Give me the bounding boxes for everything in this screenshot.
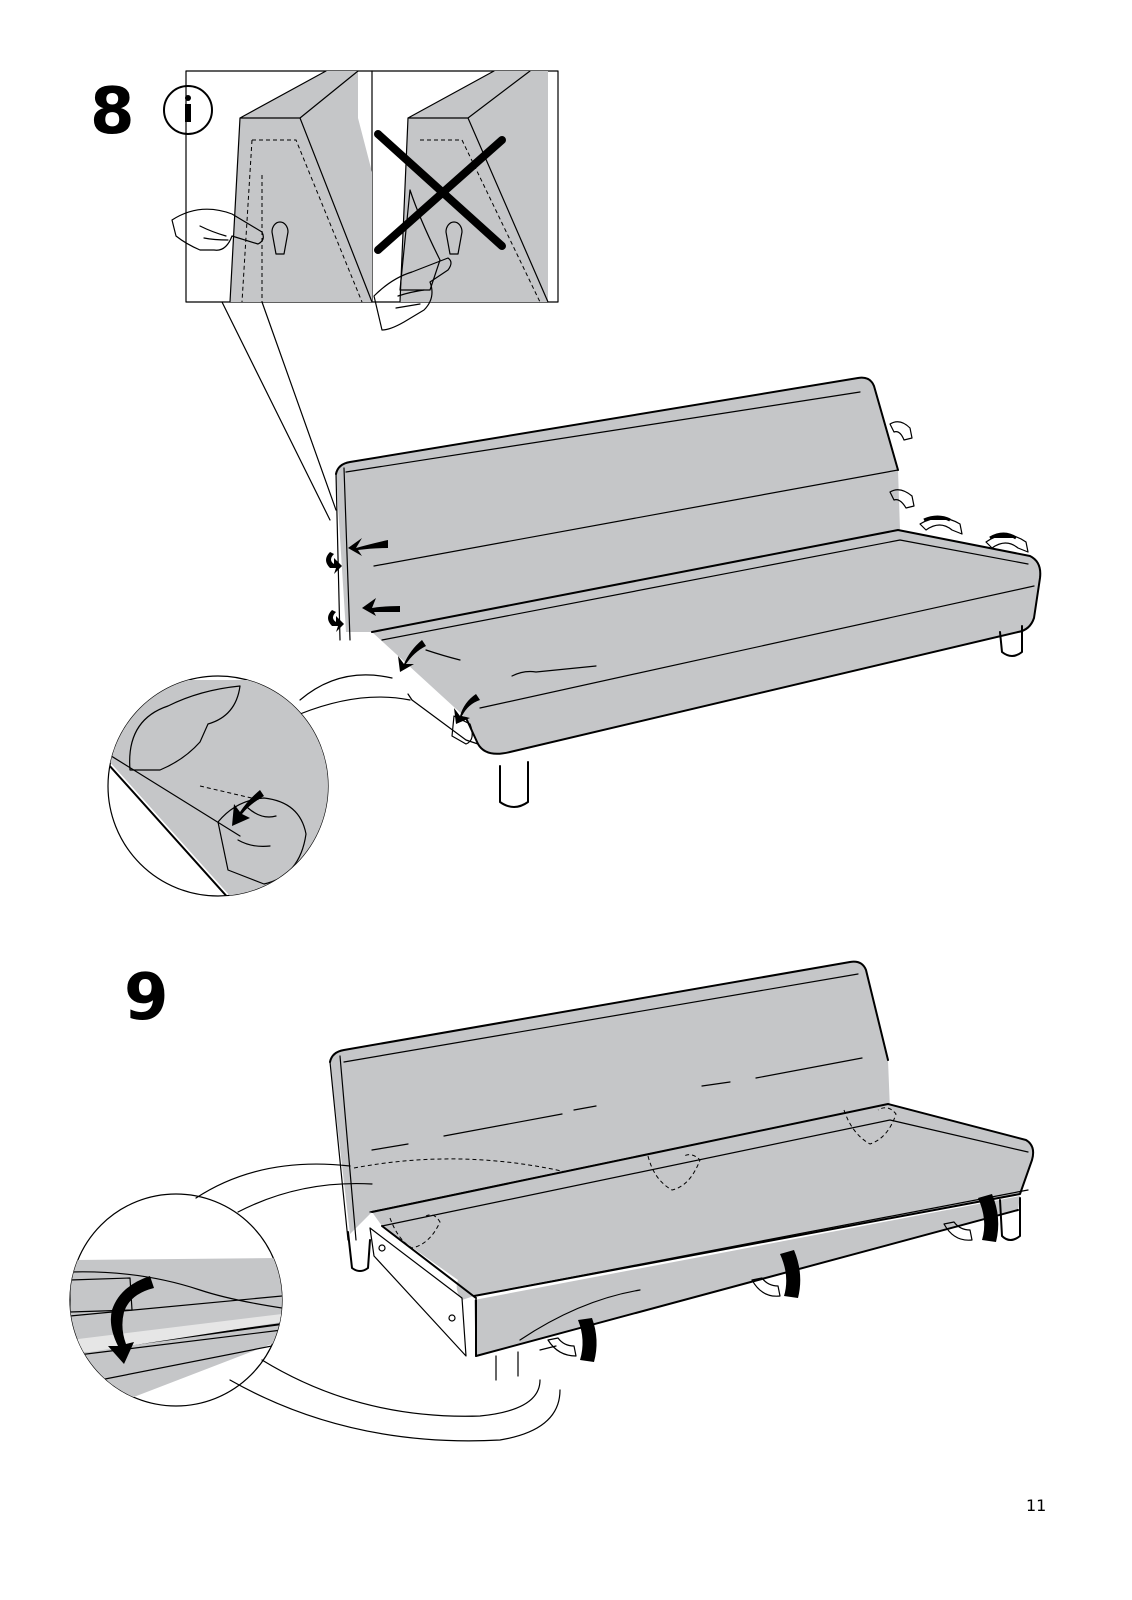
sofa-step-9 [330,962,1033,1380]
curved-arrow-icon [326,552,344,632]
detail-box-correct-vs-wrong [172,71,558,330]
detail-panel-correct [172,71,372,302]
page-number: 11 [1026,1496,1046,1515]
magnifier-detail-step-8 [108,675,410,900]
detail-panel-wrong [374,71,548,330]
info-icon [164,86,212,134]
sofa-step-8 [326,378,1040,807]
